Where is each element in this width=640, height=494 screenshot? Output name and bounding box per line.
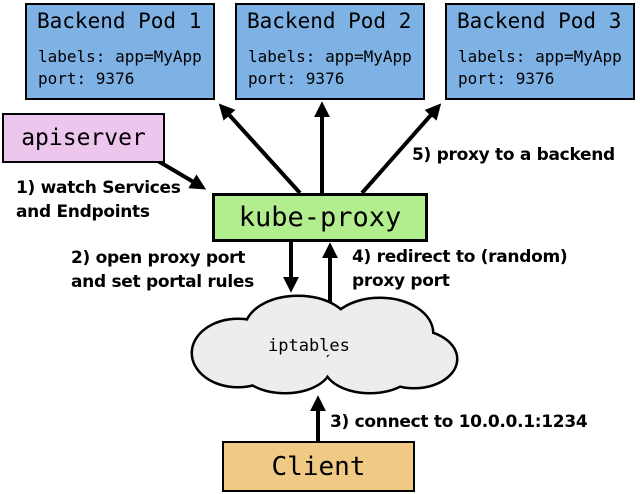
backend-pod-3-labels: labels: app=MyApp: [458, 47, 622, 66]
annotation-connect: 3) connect to 10.0.0.1:1234: [330, 410, 588, 434]
annotation-open-proxy-port: 2) open proxy port and set portal rules: [71, 246, 254, 294]
annotation-line: and Endpoints: [16, 202, 150, 222]
apiserver-label: apiserver: [21, 125, 146, 151]
annotation-watch-services: 1) watch Services and Endpoints: [16, 176, 181, 224]
annotation-line: 5) proxy to a backend: [412, 145, 615, 165]
backend-pod-1-box: Backend Pod 1 labels: app=MyApp port: 93…: [25, 3, 215, 100]
annotation-line: 4) redirect to (random): [352, 247, 568, 267]
annotation-redirect: 4) redirect to (random) proxy port: [352, 245, 568, 293]
apiserver-box: apiserver: [2, 113, 165, 163]
backend-pod-2-labels: labels: app=MyApp: [248, 47, 412, 66]
backend-pod-3-title: Backend Pod 3: [457, 9, 622, 33]
backend-pod-1-title: Backend Pod 1: [37, 9, 202, 33]
annotation-line: 2) open proxy port: [71, 248, 246, 268]
backend-pod-1-port: port: 9376: [38, 69, 135, 88]
annotation-line: and set portal rules: [71, 272, 254, 292]
backend-pod-2-title: Backend Pod 2: [247, 9, 412, 33]
arrow-watch-services: [156, 159, 207, 190]
backend-pod-3-port: port: 9376: [458, 69, 555, 88]
backend-pod-3-box: Backend Pod 3 labels: app=MyApp port: 93…: [445, 3, 635, 100]
annotation-proxy-to-backend: 5) proxy to a backend: [412, 143, 615, 167]
backend-pod-1-labels: labels: app=MyApp: [38, 47, 202, 66]
kube-proxy-label: kube-proxy: [238, 202, 402, 233]
kube-proxy-box: kube-proxy: [212, 193, 428, 242]
iptables-label: iptables: [268, 336, 350, 356]
backend-pod-2-port: port: 9376: [248, 69, 345, 88]
arrow-proxy-to-pod1: [218, 103, 302, 195]
iptables-cloud: [190, 290, 460, 397]
annotation-line: proxy port: [352, 271, 450, 291]
client-box: Client: [222, 441, 415, 492]
annotation-line: 3) connect to 10.0.0.1:1234: [330, 412, 588, 432]
client-label: Client: [271, 451, 366, 482]
backend-pod-2-box: Backend Pod 2 labels: app=MyApp port: 93…: [235, 3, 425, 100]
cloud-shape: [190, 294, 459, 395]
annotation-line: 1) watch Services: [16, 178, 181, 198]
arrow-proxy-to-pod3: [360, 103, 442, 195]
